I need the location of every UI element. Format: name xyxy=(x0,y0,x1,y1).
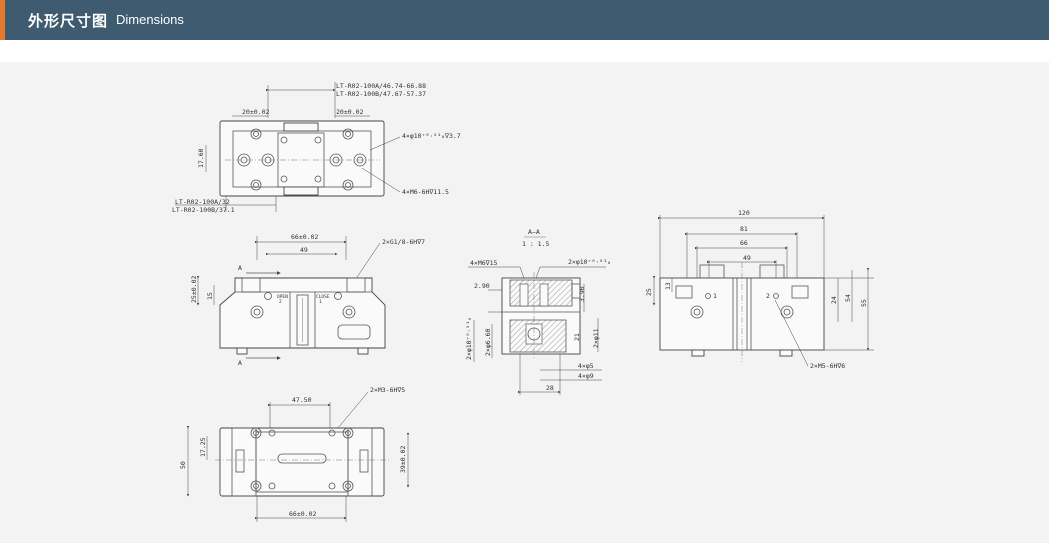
section-dim-660: 2×φ6.60 xyxy=(484,329,492,356)
top-hole-callout-1: 4×φ10⁺⁰·⁰¹₀∇3.7 xyxy=(402,132,461,140)
side-port-2: 2 xyxy=(766,292,770,300)
section-dim-4x9: 4×φ9 xyxy=(578,372,594,380)
top-dim-height: 17.60 xyxy=(197,148,205,168)
front-dim-66: 66±0.02 xyxy=(291,233,318,241)
section-view: A—A 1 : 1.5 4×M6∇15 2×φ10⁺⁰·⁰¹₀ 2.90 3.9… xyxy=(465,228,611,395)
side-dim-49: 49 xyxy=(743,254,751,262)
label-open-num: 2 xyxy=(279,299,282,305)
section-a-bottom: A xyxy=(238,359,242,367)
section-dim-phi11: 2×φ11 xyxy=(592,328,600,348)
label-open: OPEN xyxy=(277,294,288,300)
section-header: 外形尺寸图 Dimensions xyxy=(0,0,1049,40)
top-dim-c: LT-R02-100A/32 xyxy=(175,198,230,206)
section-pin: 2×φ10⁺⁰·⁰¹₀ xyxy=(568,258,611,266)
bottom-view: 47.50 2×M3-6H∇5 50 17.25 39±0.02 66±0.02 xyxy=(179,386,410,522)
section-dim-4x5: 4×φ5 xyxy=(578,362,594,370)
side-dim-81: 81 xyxy=(740,225,748,233)
header-accent-bar xyxy=(0,0,5,40)
front-dim-25: 25±0.02 xyxy=(190,276,198,303)
top-dim-b: LT-R02-100B/47.67-57.37 xyxy=(336,90,426,98)
section-m6: 4×M6∇15 xyxy=(470,259,497,267)
bottom-dim-39: 39±0.02 xyxy=(399,446,407,473)
header-title-english: Dimensions xyxy=(116,12,184,27)
side-dim-55: 55 xyxy=(860,299,868,307)
bottom-dim-66: 66±0.02 xyxy=(289,510,316,518)
label-close-num: 1 xyxy=(319,299,322,305)
section-scale: 1 : 1.5 xyxy=(522,240,549,248)
top-hole-callout-2: 4×M6-6H∇11.5 xyxy=(402,188,449,196)
side-thread-callout: 2×M5-6H∇6 xyxy=(810,362,845,370)
section-a-top: A xyxy=(238,264,242,272)
side-dim-120: 120 xyxy=(738,209,750,217)
bottom-dim-50: 50 xyxy=(179,461,187,469)
side-dim-25: 25 xyxy=(645,288,653,296)
bottom-dim-1725: 17.25 xyxy=(199,437,207,457)
bottom-dim-4750: 47.50 xyxy=(292,396,312,404)
section-dim-28: 28 xyxy=(546,384,554,392)
side-dim-66: 66 xyxy=(740,239,748,247)
top-dim-right: 20±0.02 xyxy=(336,108,363,116)
top-view: LT-R02-100A/46.74-66.88 LT-R02-100B/47.6… xyxy=(172,82,461,214)
front-dim-15: 15 xyxy=(206,292,214,300)
section-dim-phi10: 2×φ10⁺⁰·⁰¹₀ xyxy=(465,317,473,360)
section-dim-390: 3.90 xyxy=(578,286,586,302)
front-view: 66±0.02 49 2×G1/8-6H∇7 A A OPEN 2 CLOSE … xyxy=(190,233,425,367)
side-view: 120 81 66 49 1 2 25 13 xyxy=(645,209,874,370)
header-title-chinese: 外形尺寸图 xyxy=(28,12,109,30)
side-dim-54: 54 xyxy=(844,294,852,302)
section-title: A—A xyxy=(528,228,540,236)
section-dim-290: 2.90 xyxy=(474,282,490,290)
front-dim-49: 49 xyxy=(300,246,308,254)
bottom-thread-callout: 2×M3-6H∇5 xyxy=(370,386,405,394)
side-dim-13: 13 xyxy=(664,282,672,290)
technical-drawing: LT-R02-100A/46.74-66.88 LT-R02-100B/47.6… xyxy=(172,82,874,522)
front-port-callout: 2×G1/8-6H∇7 xyxy=(382,238,425,246)
side-dim-24: 24 xyxy=(830,296,838,304)
top-dim-d: LT-R02-100B/37.1 xyxy=(172,206,235,214)
top-dim-a: LT-R02-100A/46.74-66.88 xyxy=(336,82,426,90)
section-dim-21: 21 xyxy=(573,333,581,341)
side-port-1: 1 xyxy=(713,292,717,300)
drawing-panel: LT-R02-100A/46.74-66.88 LT-R02-100B/47.6… xyxy=(0,62,1049,543)
top-dim-left: 20±0.02 xyxy=(242,108,269,116)
label-close: CLOSE xyxy=(316,294,330,300)
